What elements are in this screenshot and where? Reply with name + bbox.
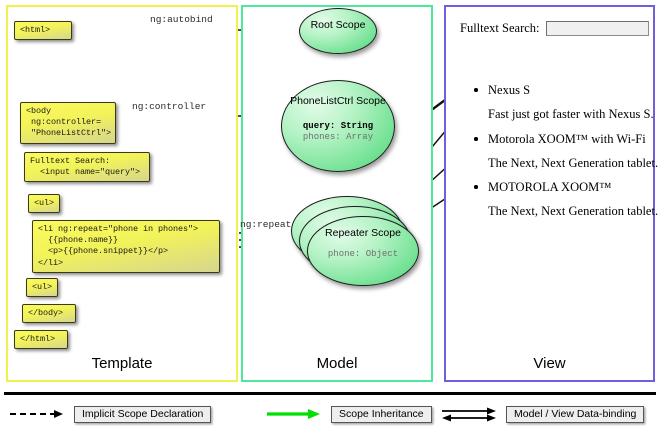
code-box-ul-close: <ul> bbox=[26, 278, 58, 298]
scope-root-title: Root Scope bbox=[310, 19, 366, 31]
view-item-snippet: The Next, Next Generation tablet. bbox=[488, 156, 659, 170]
code-box-body-open: <body ng:controller= "PhoneListCtrl"> bbox=[20, 102, 116, 144]
code-box-search-html: Fulltext Search: <input name="query"> bbox=[24, 152, 150, 183]
code-box-html-open: <html> bbox=[14, 21, 72, 41]
code-box-li-repeat: <li ng:repeat="phone in phones"> {{phone… bbox=[32, 220, 220, 273]
list-bullet-icon bbox=[474, 137, 478, 141]
view-list-item-1: Motorola XOOM™ with Wi-Fi The Next, Next… bbox=[474, 132, 659, 171]
legend-divider bbox=[4, 392, 656, 395]
view-item-snippet: The Next, Next Generation tablet. bbox=[488, 204, 659, 218]
scope-phonelistctrl-title: PhoneListCtrl Scope bbox=[290, 95, 386, 107]
panel-view: Fulltext Search: Nexus S Fast just got f… bbox=[444, 5, 659, 382]
edge-label-ng-autobind: ng:autobind bbox=[150, 14, 213, 25]
scope-prop-phone: phone: Object bbox=[327, 249, 399, 260]
scope-prop-phones: phones: Array bbox=[302, 132, 374, 143]
list-bullet-icon bbox=[474, 88, 478, 92]
scope-phonelistctrl: PhoneListCtrl Scope query: String phones… bbox=[281, 80, 395, 172]
panel-model: Model bbox=[241, 5, 433, 382]
view-item-name: Motorola XOOM™ with Wi-Fi bbox=[488, 132, 646, 146]
fulltext-search-label: Fulltext Search: bbox=[460, 21, 540, 35]
dashed-arrow-icon bbox=[10, 410, 63, 418]
code-box-ul-open: <ul> bbox=[28, 194, 60, 214]
panel-model-title: Model bbox=[316, 355, 358, 372]
view-item-name: MOTOROLA XOOM™ bbox=[488, 180, 612, 194]
legend-label: Model / View Data-binding bbox=[506, 405, 645, 423]
scope-root: Root Scope bbox=[299, 8, 377, 54]
view-search-row: Fulltext Search: bbox=[460, 21, 649, 36]
panel-view-title: View bbox=[533, 355, 566, 372]
edge-label-ng-controller: ng:controller bbox=[132, 101, 207, 112]
legend-implicit-scope-declaration: Implicit Scope Declaration bbox=[8, 405, 212, 423]
fulltext-search-input[interactable] bbox=[545, 21, 649, 36]
scope-repeater: Repeater Scope phone: Object bbox=[307, 216, 419, 286]
legend-label: Scope Inheritance bbox=[331, 405, 432, 423]
code-box-body-close: </body> bbox=[22, 304, 76, 324]
list-bullet-icon bbox=[474, 185, 478, 189]
view-list-item-2: MOTOROLA XOOM™ The Next, Next Generation… bbox=[474, 180, 659, 219]
code-box-html-close: </html> bbox=[14, 330, 68, 350]
panel-template-title: Template bbox=[91, 355, 153, 372]
view-item-snippet: Fast just got faster with Nexus S. bbox=[488, 107, 654, 121]
legend-scope-inheritance: Scope Inheritance bbox=[265, 405, 432, 423]
scope-prop-query: query: String bbox=[302, 121, 374, 132]
view-item-name: Nexus S bbox=[488, 83, 531, 97]
legend-model-view-data-binding: Model / View Data-binding bbox=[440, 405, 645, 423]
double-arrow-icon bbox=[442, 407, 496, 422]
green-arrow-icon bbox=[267, 409, 320, 419]
scope-repeater-title: Repeater Scope bbox=[325, 227, 401, 239]
legend-label: Implicit Scope Declaration bbox=[74, 405, 212, 423]
edge-label-ng-repeat: ng:repeat bbox=[240, 219, 292, 230]
view-list-item-0: Nexus S Fast just got faster with Nexus … bbox=[474, 83, 654, 122]
